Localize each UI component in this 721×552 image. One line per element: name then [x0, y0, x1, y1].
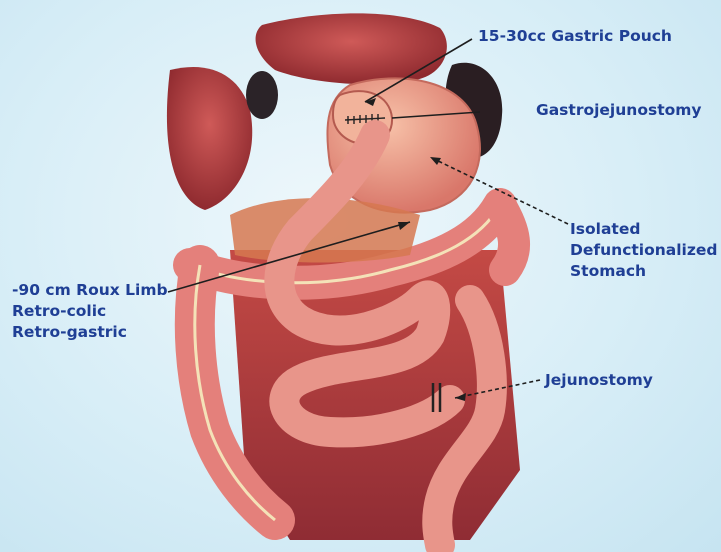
label-roux-limb-line-1: -90 cm Roux Limb [12, 280, 168, 301]
label-isolated-stomach-line-1: Isolated [570, 219, 718, 240]
label-roux-limb-line-2: Retro-colic [12, 301, 168, 322]
label-gastrojejunostomy: Gastrojejunostomy [536, 100, 702, 121]
label-isolated-stomach: Isolated Defunctionalized Stomach [570, 219, 718, 282]
label-isolated-stomach-line-2: Defunctionalized [570, 240, 718, 261]
label-isolated-stomach-line-3: Stomach [570, 261, 718, 282]
gallbladder [246, 71, 278, 119]
label-gastric-pouch: 15-30cc Gastric Pouch [478, 26, 672, 47]
label-roux-limb: -90 cm Roux Limb Retro-colic Retro-gastr… [12, 280, 168, 343]
label-roux-limb-line-3: Retro-gastric [12, 322, 168, 343]
descending-colon [500, 205, 514, 270]
label-jejunostomy: Jejunostomy [545, 370, 653, 391]
